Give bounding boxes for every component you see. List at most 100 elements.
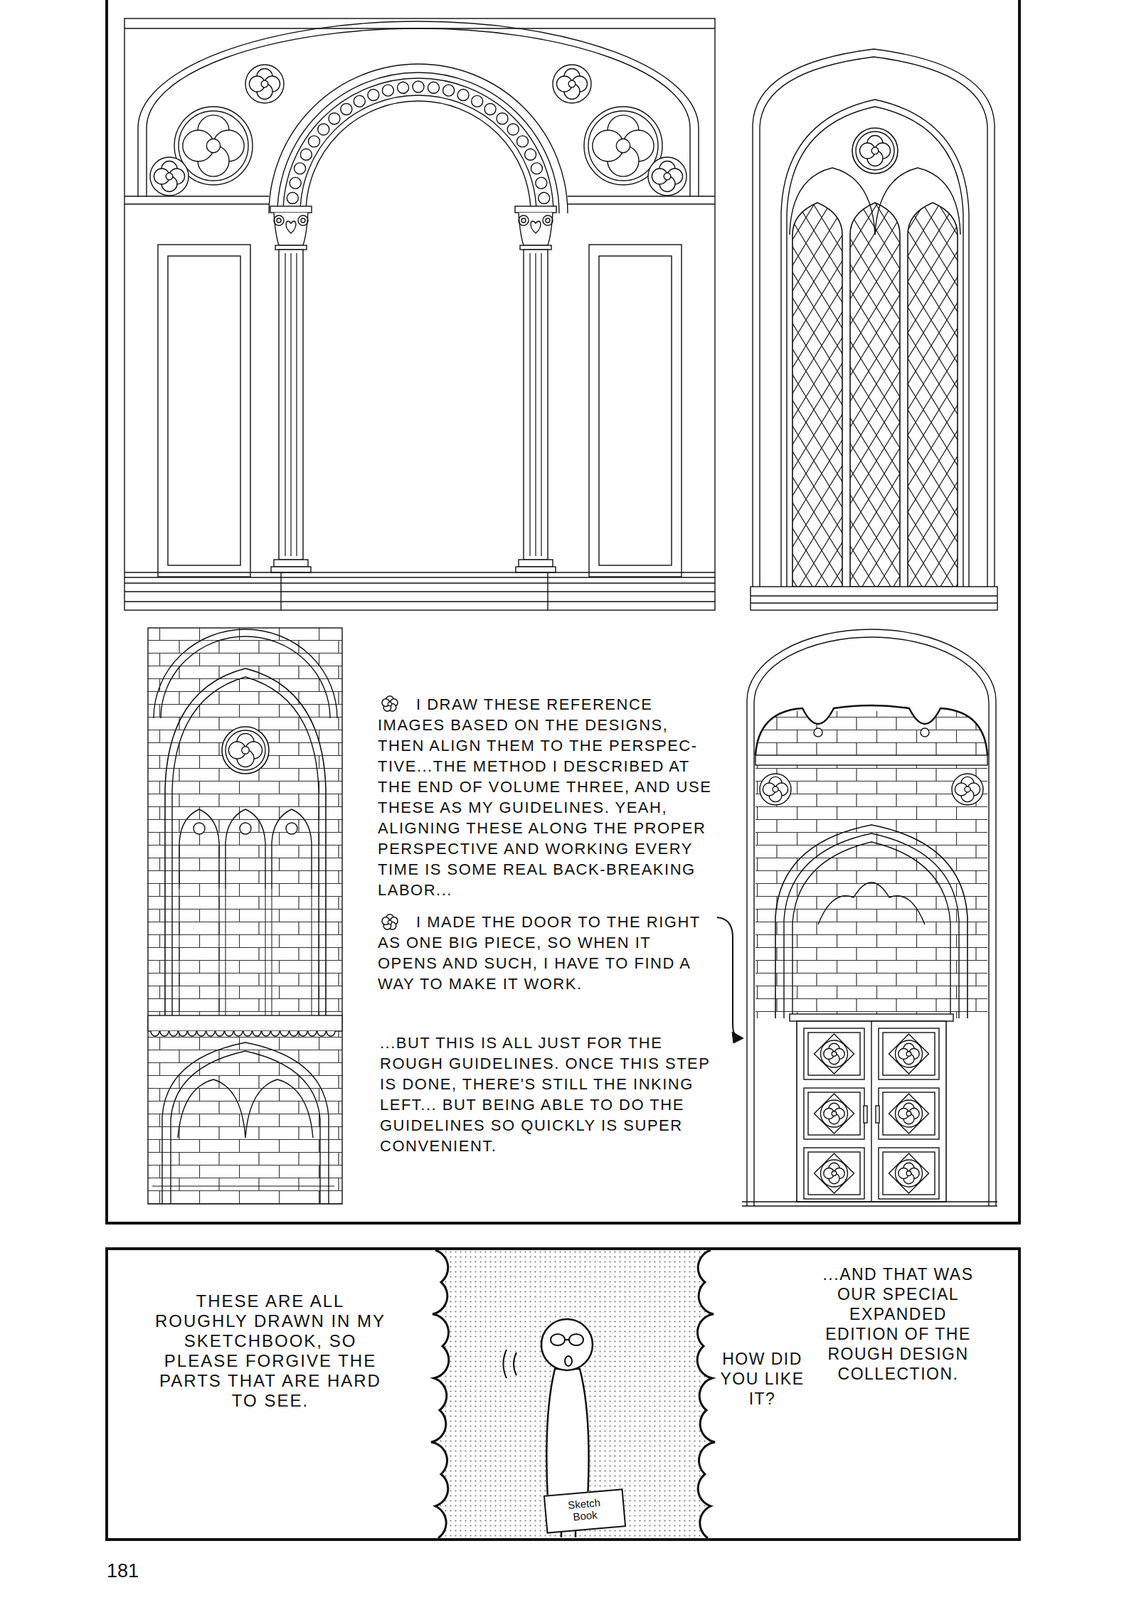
sign-text: Sketch Book: [561, 1496, 608, 1524]
mouth: [564, 1356, 572, 1367]
line-art: [831, 1111, 837, 1117]
line-art: [353, 95, 365, 107]
line-art: [285, 823, 298, 835]
line-art: [920, 728, 930, 738]
line-art: [882, 1152, 935, 1196]
line-art: [273, 559, 309, 567]
line-art: [964, 786, 971, 793]
line-art: [515, 206, 557, 213]
line-art: [289, 177, 301, 189]
line-art: [759, 773, 792, 806]
glasses: [550, 1334, 565, 1346]
line-art: [813, 728, 823, 738]
line-art: [775, 825, 968, 1019]
line-art: [284, 253, 286, 557]
line-art: [245, 64, 284, 104]
line-art: [871, 147, 879, 155]
line-art: [124, 601, 715, 602]
line-art: [732, 1032, 744, 1044]
line-art: [412, 81, 424, 93]
line-art: [124, 18, 715, 611]
line-art: [280, 572, 281, 611]
sketchbook-sign: Sketch Book: [543, 1488, 627, 1535]
line-art: [147, 1015, 343, 1032]
line-art: [772, 786, 779, 793]
line-art: [146, 28, 691, 197]
line-art: [387, 920, 392, 925]
line-art: [895, 1040, 923, 1068]
line-art: [746, 629, 996, 1207]
line-art: [206, 138, 220, 153]
line-art: [540, 253, 542, 557]
line-art: [754, 637, 989, 1207]
line-art: [792, 202, 843, 587]
line-art: [541, 1319, 593, 1371]
line-art: [152, 1186, 335, 1188]
line-art: [308, 1031, 317, 1037]
line-art: [507, 123, 519, 136]
line-art: [150, 1031, 160, 1037]
line-art: [808, 1152, 861, 1196]
line-art: [427, 81, 439, 94]
line-art: [814, 1094, 855, 1134]
line-art: [803, 1028, 865, 1080]
line-art: [298, 1031, 308, 1037]
line-art: [308, 135, 321, 148]
speech-text: ...AND THAT WAS OUR SPECIAL EXPANDED EDI…: [821, 1264, 975, 1385]
line-art: [906, 1111, 912, 1117]
line-art: [852, 128, 898, 174]
line-art: [225, 730, 266, 771]
line-art: [289, 1031, 299, 1037]
line-art: [889, 1153, 930, 1194]
line-art: [545, 218, 550, 223]
line-art: [225, 889, 227, 1016]
line-art: [457, 89, 469, 102]
line-art: [755, 755, 988, 766]
line-art: [951, 773, 984, 806]
line-art: [895, 1160, 923, 1188]
line-art: [538, 192, 550, 205]
line-art: [340, 103, 353, 116]
line-art: [169, 1031, 178, 1037]
line-art: [294, 162, 306, 175]
line-art: [518, 215, 529, 226]
bubble-edge: [431, 1250, 449, 1539]
line-art: [552, 64, 592, 104]
line-art: [850, 202, 900, 587]
line-art: [547, 572, 548, 611]
bubble-fill: [697, 1250, 1019, 1539]
line-art: [792, 842, 951, 1019]
line-art: [598, 256, 672, 566]
line-art: [162, 1042, 329, 1205]
line-art: [298, 215, 309, 226]
line-art: [789, 167, 876, 235]
line-art: [286, 192, 299, 205]
line-art: [503, 1350, 508, 1379]
line-art: [206, 1031, 215, 1037]
line-art: [300, 148, 312, 161]
line-art: [295, 253, 297, 557]
line-art: [311, 889, 313, 1016]
line-art: [814, 1034, 855, 1075]
line-art: [741, 1205, 998, 1207]
line-art: [906, 1052, 912, 1058]
line-art: [221, 727, 269, 774]
line-art: [317, 123, 330, 136]
line-art: [271, 566, 311, 573]
line-art: [283, 78, 554, 214]
line-art: [326, 1031, 336, 1037]
line-art: [496, 113, 508, 125]
line-art: [305, 101, 531, 214]
line-art: [138, 21, 699, 197]
line-art: [513, 1353, 517, 1376]
line-art: [789, 1014, 954, 1022]
line-art: [564, 1339, 570, 1341]
line-art: [219, 889, 220, 1016]
line-art: [178, 110, 249, 181]
line-art: [530, 162, 543, 175]
line-art: [741, 1201, 998, 1203]
line-art: [515, 566, 556, 573]
line-art: [878, 1028, 940, 1080]
line-art: [523, 249, 548, 560]
wall-elevation: [147, 628, 343, 1205]
